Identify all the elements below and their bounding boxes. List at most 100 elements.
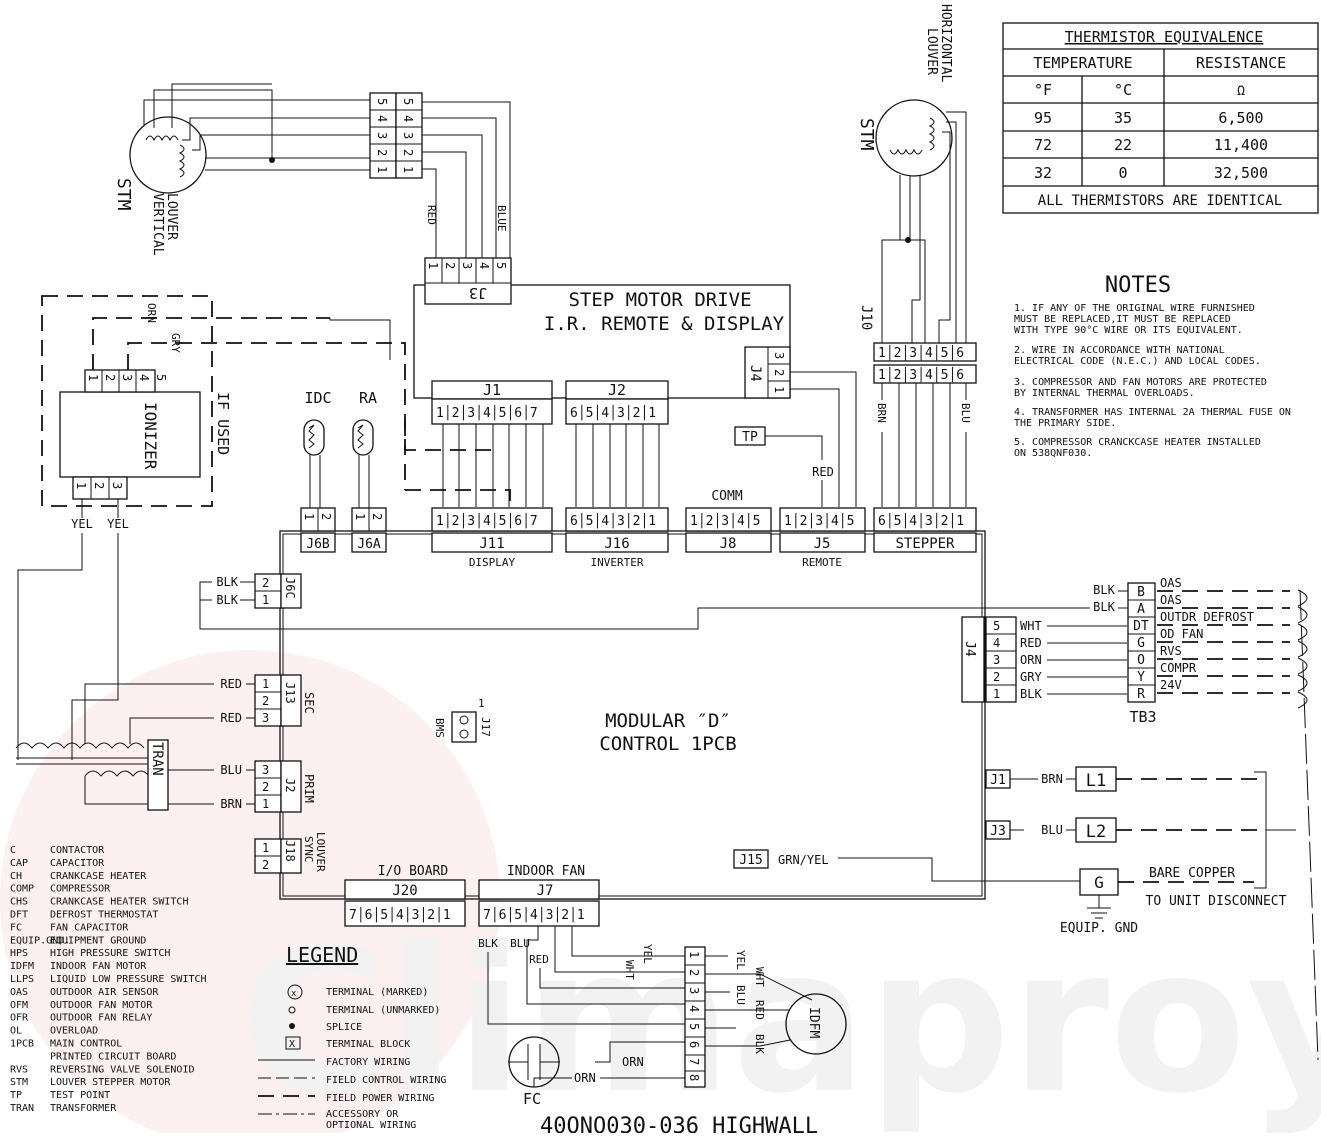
abbreviation-value: FAN CAPACITOR xyxy=(50,922,129,933)
svg-text:2: 2 xyxy=(262,576,269,590)
legend-item: FIELD POWER WIRING xyxy=(326,1093,434,1104)
j6b-label: J6B xyxy=(306,537,330,552)
abbreviation-value: EQUIPMENT GROUND xyxy=(50,935,146,946)
legend-item: TERMINAL (MARKED) xyxy=(326,987,428,998)
svg-text:3: 3 xyxy=(120,374,134,381)
j15-label: J15 xyxy=(739,853,762,868)
j11-label: J11 xyxy=(479,536,504,552)
svg-text:1: 1 xyxy=(353,513,367,520)
abbreviation-value: MAIN CONTROL xyxy=(50,1039,122,1050)
svg-text:3: 3 xyxy=(460,262,474,269)
idfm-motor-icon xyxy=(785,993,847,1055)
j17-label: J17 xyxy=(479,717,492,737)
svg-text:2: 2 xyxy=(262,694,269,708)
to-disconnect-label: TO UNIT DISCONNECT xyxy=(1146,894,1287,909)
watermark-text: Climaproyecto xyxy=(240,905,1321,1133)
abbreviation-value: LIQUID LOW PRESSURE SWITCH xyxy=(50,974,207,985)
abbreviation-value: CONTACTOR xyxy=(50,845,105,856)
j1-label: J1 xyxy=(483,381,501,399)
legend-heading: LEGEND xyxy=(286,943,358,967)
wire-red-tp: RED xyxy=(812,465,834,479)
svg-text:7: 7 xyxy=(687,1058,701,1065)
wire-yel1: YEL xyxy=(71,517,93,531)
j20-label: J20 xyxy=(392,883,417,899)
abbreviation-value: CRANKCASE HEATER xyxy=(50,871,147,882)
svg-text:1│2│3│4│5│6│7: 1│2│3│4│5│6│7 xyxy=(436,512,538,529)
abbreviation-value: INDOOR FAN MOTOR xyxy=(50,961,147,972)
j4-wire-color: GRY xyxy=(1020,670,1042,684)
tb3-terminal: A xyxy=(1137,602,1145,617)
abbreviation-key: CAP xyxy=(10,858,28,869)
wire-brn-j10: BRN xyxy=(875,403,888,423)
note-line: ON 538QNF030. xyxy=(1014,448,1092,459)
abbreviation-key: CH xyxy=(10,871,22,882)
tb3-terminal: O xyxy=(1137,653,1145,668)
j3-pcb-label: J3 xyxy=(990,824,1006,839)
svg-text:4: 4 xyxy=(401,115,415,122)
wire-yel-idfm: YEL xyxy=(734,950,747,970)
wire-orn-fc2: ORN xyxy=(574,1071,596,1085)
note-line: 4. TRANSFORMER HAS INTERNAL 2A THERMAL F… xyxy=(1014,407,1291,418)
stm-right-sub2: LOUVER xyxy=(924,28,939,75)
row-f: 72 xyxy=(1034,136,1052,154)
unit-f: °F xyxy=(1034,81,1052,99)
abbreviation-value: HIGH PRESSURE SWITCH xyxy=(50,948,170,959)
j16-label: J16 xyxy=(604,536,629,552)
tb3-label: TB3 xyxy=(1129,708,1156,726)
notes-heading: NOTES xyxy=(1105,273,1171,298)
if-used-label: IF USED xyxy=(214,392,232,455)
note-line: 2. WIRE IN ACCORDANCE WITH NATIONAL xyxy=(1014,345,1225,356)
abbreviation-key: OFM xyxy=(10,1000,28,1011)
unit-c: °C xyxy=(1114,81,1132,99)
svg-text:4: 4 xyxy=(137,374,151,381)
row-r: 6,500 xyxy=(1218,109,1263,127)
svg-text:3: 3 xyxy=(401,132,415,139)
svg-text:2: 2 xyxy=(262,858,269,872)
svg-text:2: 2 xyxy=(687,969,701,976)
sensors: IDC RA xyxy=(303,389,377,508)
svg-text:6│5│4│3│2│1: 6│5│4│3│2│1 xyxy=(878,512,964,529)
note-line: MUST BE REPLACED,IT MUST BE REPLACED xyxy=(1014,314,1231,325)
abbreviation-key: HPS xyxy=(10,948,28,959)
note-line: THE PRIMARY SIDE. xyxy=(1014,418,1116,429)
wire-blk-tb3-b: BLK xyxy=(1093,583,1115,597)
wire-red-j7: RED xyxy=(529,953,549,966)
svg-text:7│6│5│4│3│2│1: 7│6│5│4│3│2│1 xyxy=(349,906,451,923)
abbreviation-value: DEFROST THERMOSTAT xyxy=(50,910,158,921)
svg-text:5: 5 xyxy=(687,1023,701,1030)
svg-text:1: 1 xyxy=(262,841,269,855)
abbreviation-value: OUTDOOR FAN RELAY xyxy=(50,1013,152,1024)
j18-label: J18 xyxy=(283,840,297,862)
tb3-terminal-block: B A DT G O Y R OAS OAS OUTDR DEFROST OD … xyxy=(1093,576,1319,1061)
svg-text:1: 1 xyxy=(302,513,316,520)
tb3-function: 24V xyxy=(1160,678,1182,692)
svg-text:2: 2 xyxy=(92,482,106,489)
display-label: DISPLAY xyxy=(469,556,516,569)
comm-label: COMM xyxy=(711,489,742,504)
abbreviation-key: STM xyxy=(10,1077,28,1088)
abbreviation-key: C xyxy=(10,845,16,856)
note-line: BY INTERNAL THERMAL OVERLOADS. xyxy=(1014,388,1195,399)
abbreviation-value: OVERLOAD xyxy=(50,1026,98,1037)
legend-item: TERMINAL BLOCK xyxy=(326,1039,410,1050)
equip-gnd-label: EQUIP. GND xyxy=(1060,921,1138,936)
j7-label: J7 xyxy=(537,883,554,899)
abbreviation-key: FC xyxy=(10,922,22,933)
note-line: 1. IF ANY OF THE ORIGINAL WIRE FURNISHED xyxy=(1014,303,1255,314)
abbreviation-key: CHS xyxy=(10,897,28,908)
svg-text:2: 2 xyxy=(401,149,415,156)
terminal-unmarked-icon xyxy=(288,1006,296,1014)
svg-text:7│6│5│4│3│2│1: 7│6│5│4│3│2│1 xyxy=(483,906,585,923)
legend-item: TERMINAL (UNMARKED) xyxy=(326,1005,440,1016)
stm-vertical-louver: STM VERTICAL LOUVER xyxy=(113,83,370,256)
abbreviation-value: TRANSFORMER xyxy=(50,1103,117,1114)
tb3-function: COMPR xyxy=(1160,661,1197,675)
abbreviation-key: RVS xyxy=(10,1064,28,1075)
row-f: 32 xyxy=(1034,164,1052,182)
bare-copper-label: BARE COPPER xyxy=(1149,866,1235,881)
unit-ohm: Ω xyxy=(1237,84,1245,99)
pcb-title-line1: MODULAR ″D″ xyxy=(605,710,731,732)
abbreviation-key: OL xyxy=(10,1026,22,1037)
row-r: 32,500 xyxy=(1214,164,1268,182)
note-line: 3. COMPRESSOR AND FAN MOTORS ARE PROTECT… xyxy=(1014,377,1267,388)
